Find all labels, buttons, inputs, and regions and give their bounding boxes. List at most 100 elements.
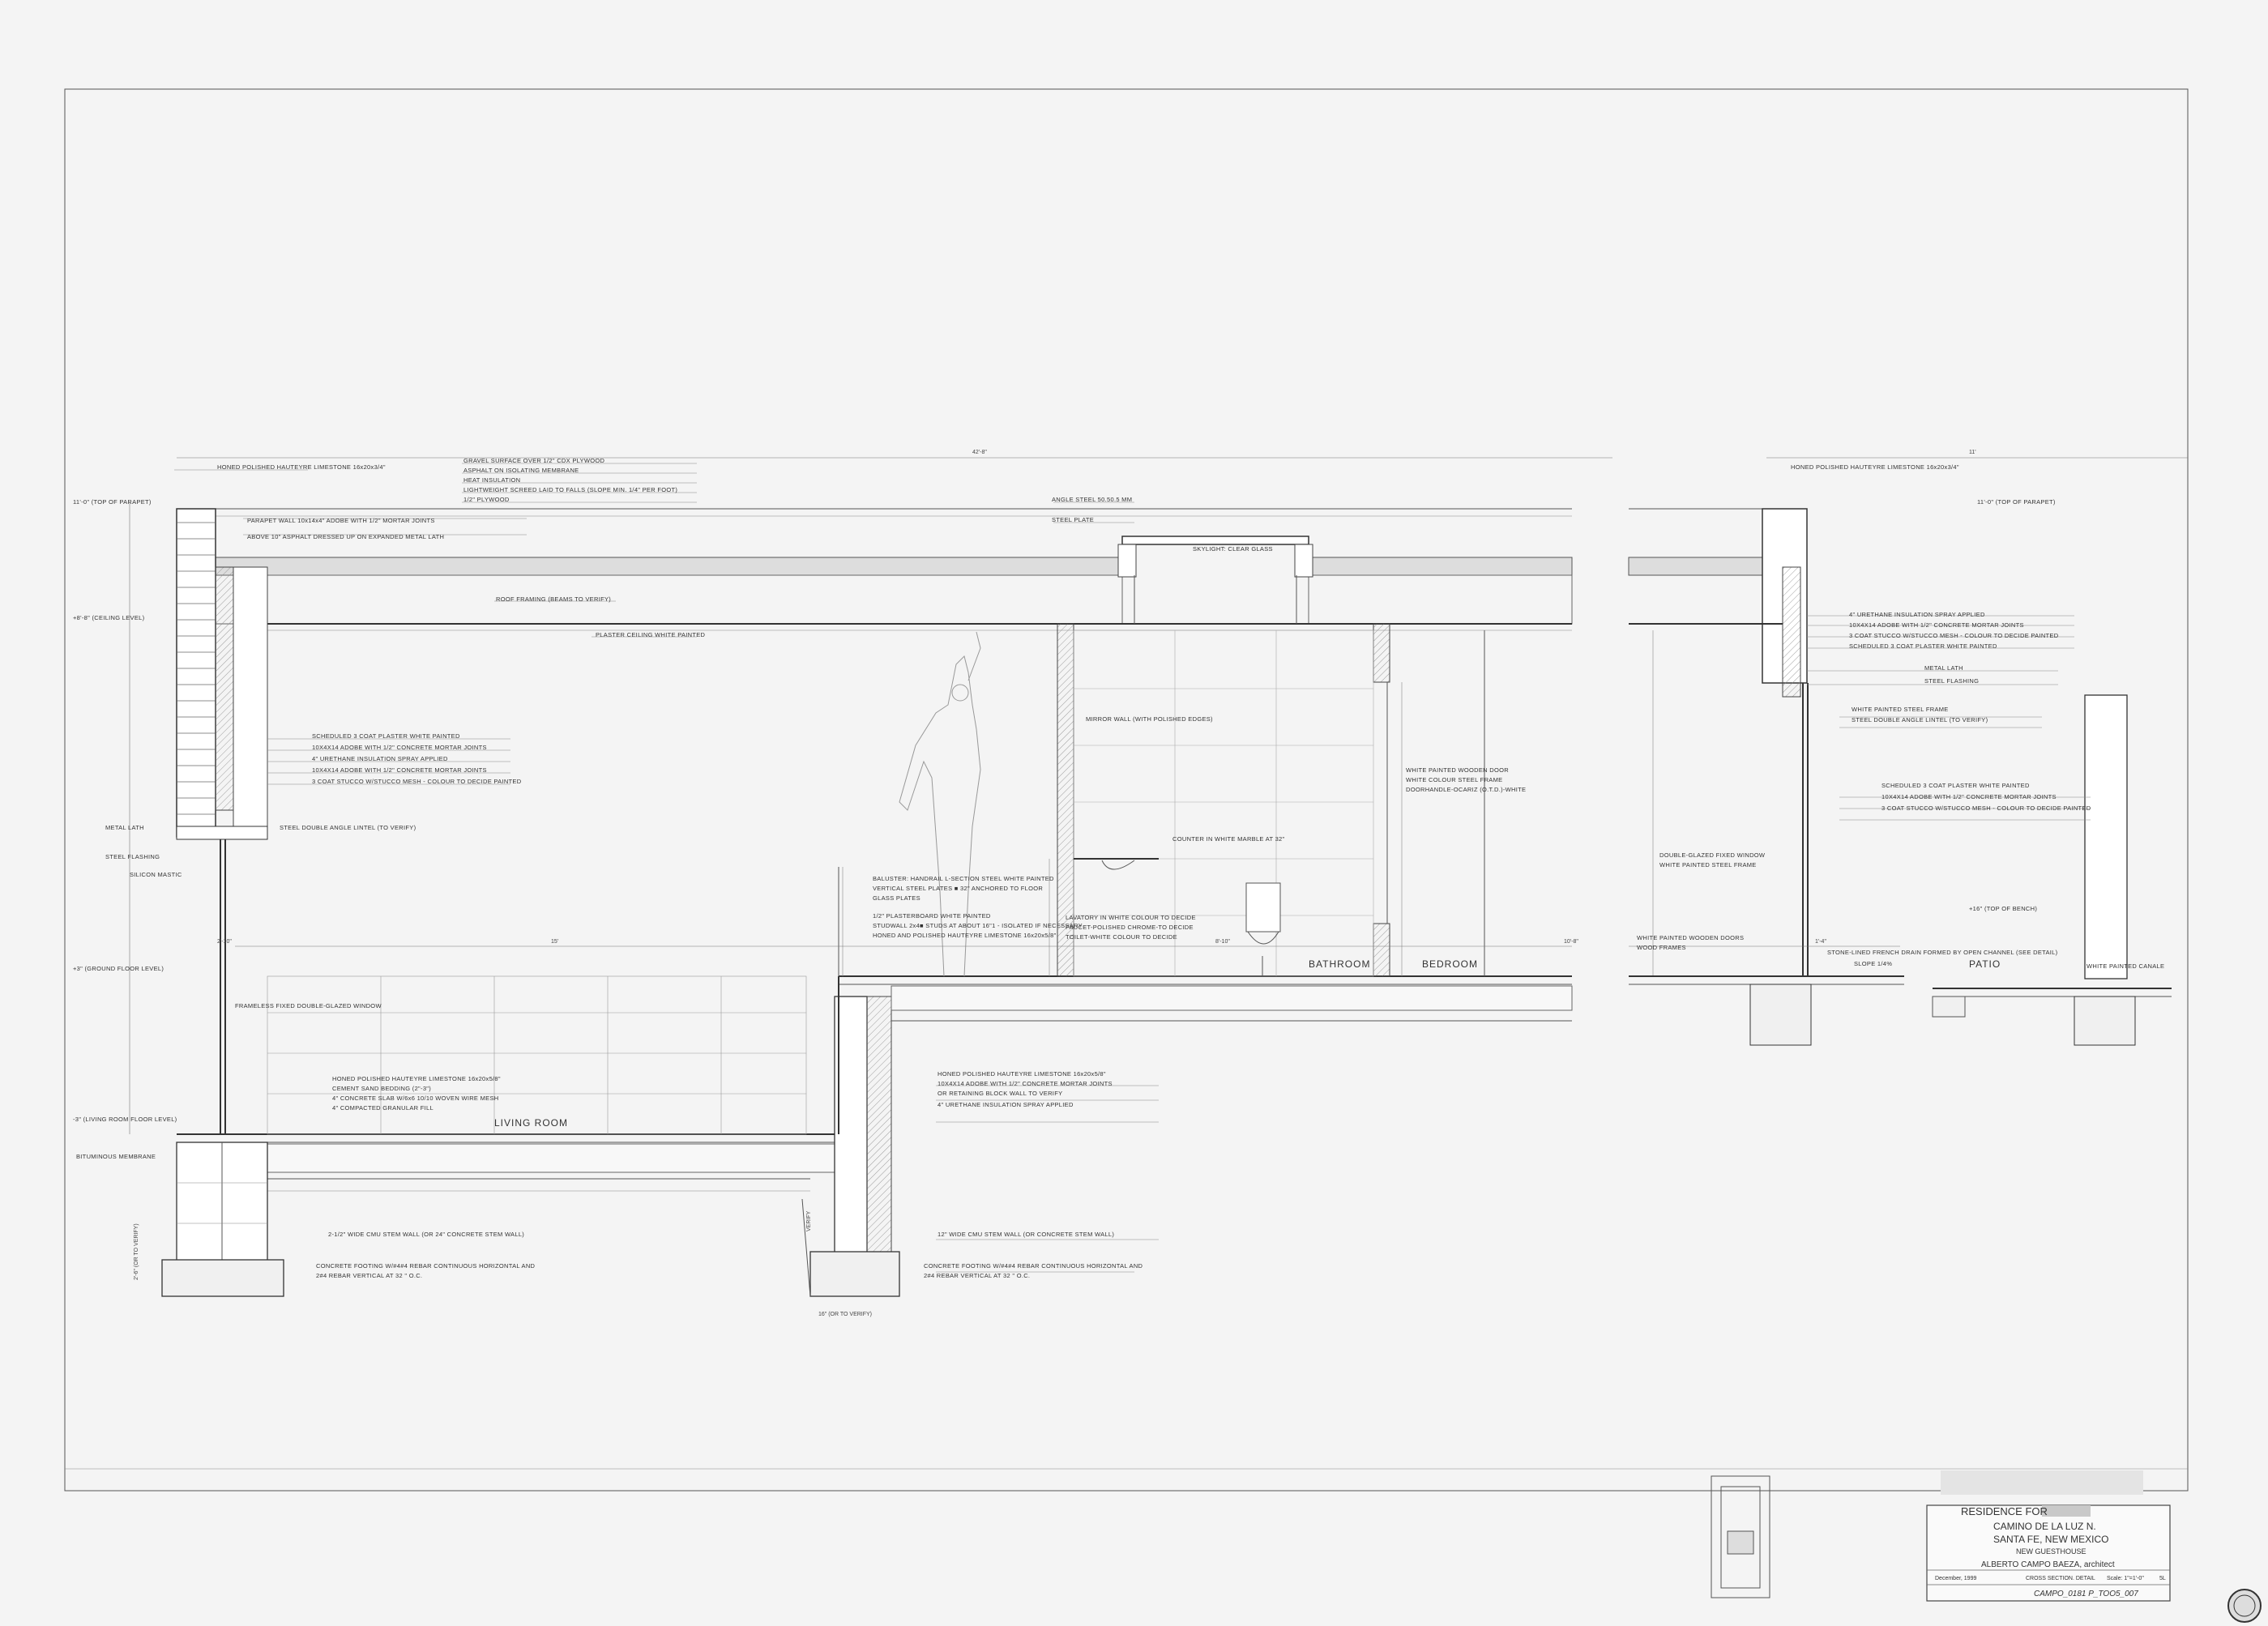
svg-text:FAUCET-POLISHED CHROME-TO DECI: FAUCET-POLISHED CHROME-TO DECIDE — [1066, 924, 1194, 931]
level-living-floor: -3" (LIVING ROOM FLOOR LEVEL) — [73, 1116, 177, 1123]
svg-text:PLASTER CEILING WHITE PAINTED: PLASTER CEILING WHITE PAINTED — [596, 631, 706, 638]
svg-text:STUDWALL 2x4■ STUDS AT ABOUT 1: STUDWALL 2x4■ STUDS AT ABOUT 16"1 - ISOL… — [873, 922, 1083, 929]
svg-text:4" URETHANE INSULATION SPRAY A: 4" URETHANE INSULATION SPRAY APPLIED — [312, 755, 448, 762]
svg-text:WHITE PAINTED WOODEN DOOR: WHITE PAINTED WOODEN DOOR — [1406, 766, 1509, 774]
svg-text:METAL LATH: METAL LATH — [105, 824, 144, 831]
dim-verify: VERIFY — [806, 1210, 812, 1231]
svg-text:2#4 REBAR VERTICAL AT 32 " O.C: 2#4 REBAR VERTICAL AT 32 " O.C. — [924, 1272, 1030, 1279]
dim-overall: 42'-8" — [972, 450, 987, 455]
level-parapet-right: 11'-0" (TOP OF PARAPET) — [1977, 498, 2056, 506]
level-ground-floor: +3" (GROUND FLOOR LEVEL) — [73, 965, 164, 972]
living-room-floor — [161, 996, 900, 1297]
svg-text:STEEL DOUBLE ANGLE LINTEL (TO: STEEL DOUBLE ANGLE LINTEL (TO VERIFY) — [280, 824, 416, 831]
title-block: RESIDENCE FOR CAMINO DE LA LUZ N. SANTA … — [1926, 1470, 2171, 1602]
svg-text:SCHEDULED 3 COAT PLASTER WHITE: SCHEDULED 3 COAT PLASTER WHITE PAINTED — [1849, 642, 1997, 650]
dim-15: 15' — [551, 939, 558, 945]
right-wall-section — [1628, 508, 2172, 1046]
svg-text:CEMENT SAND BEDDING (2"-3"): CEMENT SAND BEDDING (2"-3") — [332, 1085, 431, 1092]
svg-text:3 COAT STUCCO W/STUCCO MESH -: 3 COAT STUCCO W/STUCCO MESH - COLOUR TO … — [312, 778, 522, 785]
svg-text:STEEL DOUBLE ANGLE LINTEL (TO: STEEL DOUBLE ANGLE LINTEL (TO VERIFY) — [1852, 716, 1988, 723]
svg-text:WOOD FRAMES: WOOD FRAMES — [1637, 944, 1686, 951]
svg-text:WHITE PAINTED STEEL FRAME: WHITE PAINTED STEEL FRAME — [1852, 706, 1949, 713]
svg-text:1/2" PLASTERBOARD WHITE PAINTE: 1/2" PLASTERBOARD WHITE PAINTED — [873, 912, 991, 920]
archive-reference: CAMPO_0181 P_TOO5_007 — [2034, 1590, 2138, 1598]
room-bathroom: BATHROOM — [1309, 958, 1370, 970]
title-date: December, 1999 — [1935, 1576, 1976, 1581]
svg-text:MIRROR WALL (WITH POLISHED EDG: MIRROR WALL (WITH POLISHED EDGES) — [1086, 715, 1213, 723]
svg-text:HONED POLISHED HAUTEYRE LIMEST: HONED POLISHED HAUTEYRE LIMESTONE 16x20x… — [1791, 463, 1959, 471]
svg-text:PARAPET WALL 10x14x4" ADOBE WI: PARAPET WALL 10x14x4" ADOBE WITH 1/2" MO… — [247, 517, 435, 524]
svg-text:DOORHANDLE-OCARIZ (O.T.D.)-WHI: DOORHANDLE-OCARIZ (O.T.D.)-WHITE — [1406, 786, 1526, 793]
sheet-border — [64, 88, 2189, 1492]
title-scale: Scale: 1"=1'-0" — [2107, 1576, 2144, 1581]
svg-text:+16" (TOP OF BENCH): +16" (TOP OF BENCH) — [1969, 905, 2037, 912]
svg-text:WHITE PAINTED WOODEN DOORS: WHITE PAINTED WOODEN DOORS — [1637, 934, 1744, 941]
title-residence: RESIDENCE FOR — [1961, 1505, 2048, 1517]
skylight — [1121, 536, 1309, 545]
svg-text:GRAVEL SURFACE OVER 1/2" CDX P: GRAVEL SURFACE OVER 1/2" CDX PLYWOOD — [463, 457, 604, 464]
svg-text:4" CONCRETE SLAB W/6x6 10/10 W: 4" CONCRETE SLAB W/6x6 10/10 WOVEN WIRE … — [332, 1095, 499, 1102]
bathroom-walls — [838, 623, 1485, 977]
svg-text:ASPHALT ON ISOLATING MEMBRANE: ASPHALT ON ISOLATING MEMBRANE — [463, 467, 579, 474]
svg-text:3 COAT STUCCO W/STUCCO MESH -: 3 COAT STUCCO W/STUCCO MESH - COLOUR TO … — [1849, 632, 2059, 639]
svg-text:HONED POLISHED HAUTEYRE LIMEST: HONED POLISHED HAUTEYRE LIMESTONE 16x20x… — [938, 1070, 1106, 1078]
svg-text:VERTICAL STEEL PLATES ■ 32" AN: VERTICAL STEEL PLATES ■ 32" ANCHORED TO … — [873, 885, 1043, 892]
dim-8-10: 8'-10" — [1215, 939, 1230, 945]
dim-16: 16" (OR TO VERIFY) — [818, 1312, 872, 1317]
redacted-client-name — [2042, 1505, 2091, 1517]
title-building: NEW GUESTHOUSE — [2016, 1547, 2086, 1556]
svg-text:10X4X14 ADOBE WITH 1/2" CONCRE: 10X4X14 ADOBE WITH 1/2" CONCRETE MORTAR … — [312, 766, 487, 774]
room-patio: PATIO — [1969, 958, 2001, 970]
svg-text:GLASS PLATES: GLASS PLATES — [873, 894, 920, 902]
svg-text:HEAT INSULATION: HEAT INSULATION — [463, 476, 520, 484]
svg-text:COUNTER IN WHITE MARBLE AT 32": COUNTER IN WHITE MARBLE AT 32" — [1172, 835, 1285, 843]
svg-text:WHITE PAINTED CANALE: WHITE PAINTED CANALE — [2086, 962, 2164, 970]
svg-text:OR RETAINING BLOCK WALL TO VER: OR RETAINING BLOCK WALL TO VERIFY — [938, 1090, 1062, 1097]
svg-text:SCHEDULED 3 COAT PLASTER WHITE: SCHEDULED 3 COAT PLASTER WHITE PAINTED — [312, 732, 460, 740]
svg-text:TOILET-WHITE COLOUR TO DECIDE: TOILET-WHITE COLOUR TO DECIDE — [1066, 933, 1177, 941]
svg-text:ROOF FRAMING (BEAMS TO VERIFY): ROOF FRAMING (BEAMS TO VERIFY) — [496, 595, 611, 603]
svg-text:CONCRETE FOOTING W/#4#4 REBAR: CONCRETE FOOTING W/#4#4 REBAR CONTINUOUS… — [924, 1262, 1143, 1270]
svg-text:1/2" PLYWOOD: 1/2" PLYWOOD — [463, 496, 510, 503]
svg-text:SCHEDULED 3 COAT PLASTER WHITE: SCHEDULED 3 COAT PLASTER WHITE PAINTED — [1881, 782, 2030, 789]
title-sheet-title: CROSS SECTION. DETAIL — [2026, 1576, 2095, 1581]
level-ceiling: +8'-8" (CEILING LEVEL) — [73, 614, 145, 621]
svg-text:3 COAT STUCCO W/STUCCO MESH -: 3 COAT STUCCO W/STUCCO MESH - COLOUR TO … — [1881, 804, 2091, 812]
svg-text:ABOVE 10" ASPHALT DRESSED UP O: ABOVE 10" ASPHALT DRESSED UP ON EXPANDED… — [247, 533, 444, 540]
living-room-wall-grid — [267, 975, 807, 1135]
svg-text:STONE-LINED FRENCH DRAIN FORME: STONE-LINED FRENCH DRAIN FORMED BY OPEN … — [1827, 949, 2058, 956]
svg-text:STEEL FLASHING: STEEL FLASHING — [105, 853, 160, 860]
svg-text:10X4X14 ADOBE WITH 1/2" CONCRE: 10X4X14 ADOBE WITH 1/2" CONCRETE MORTAR … — [938, 1080, 1113, 1087]
dimension-lines — [129, 457, 2188, 1134]
svg-text:10X4X14 ADOBE WITH 1/2" CONCRE: 10X4X14 ADOBE WITH 1/2" CONCRETE MORTAR … — [1849, 621, 2024, 629]
svg-text:2-1/2" WIDE CMU STEM WALL (OR: 2-1/2" WIDE CMU STEM WALL (OR 24" CONCRE… — [328, 1231, 524, 1238]
dim-2-10: 2'-10" — [217, 939, 232, 945]
svg-text:DOUBLE-GLAZED FIXED WINDOW: DOUBLE-GLAZED FIXED WINDOW — [1659, 851, 1766, 859]
svg-text:HONED POLISHED HAUTEYRE LIMEST: HONED POLISHED HAUTEYRE LIMESTONE 16x20x… — [332, 1075, 501, 1082]
svg-text:SKYLIGHT: CLEAR GLASS: SKYLIGHT: CLEAR GLASS — [1193, 545, 1273, 553]
leader-lines — [174, 463, 2091, 1273]
dim-10-8: 10'-8" — [1564, 939, 1578, 945]
title-sheet-no: 5L — [2159, 1576, 2166, 1581]
svg-text:4" COMPACTED GRANULAR FILL: 4" COMPACTED GRANULAR FILL — [332, 1104, 434, 1112]
left-exterior-wall — [176, 508, 2127, 1248]
svg-text:WHITE PAINTED STEEL FRAME: WHITE PAINTED STEEL FRAME — [1659, 861, 1757, 868]
svg-text:STEEL PLATE: STEEL PLATE — [1052, 516, 1094, 523]
svg-text:CONCRETE FOOTING W/#4#4 REBAR: CONCRETE FOOTING W/#4#4 REBAR CONTINUOUS… — [316, 1262, 536, 1270]
svg-text:ANGLE STEEL 50.50.5 MM: ANGLE STEEL 50.50.5 MM — [1052, 496, 1132, 503]
svg-text:10X4X14 ADOBE WITH 1/2" CONCRE: 10X4X14 ADOBE WITH 1/2" CONCRETE MORTAR … — [1881, 793, 2057, 800]
room-bedroom: BEDROOM — [1422, 958, 1478, 970]
dim-1-4: 1'-4" — [1815, 939, 1826, 945]
title-city: SANTA FE, NEW MEXICO — [1993, 1534, 2108, 1545]
roof-assembly — [182, 508, 1573, 631]
dim-right-overall: 11' — [1969, 450, 1976, 455]
svg-text:METAL LATH: METAL LATH — [1924, 664, 1963, 672]
svg-text:SLOPE 1/4%: SLOPE 1/4% — [1854, 960, 1892, 967]
svg-text:HONED AND POLISHED HAUTEYRE LI: HONED AND POLISHED HAUTEYRE LIMESTONE 16… — [873, 932, 1057, 939]
key-plan — [1711, 1475, 1770, 1598]
svg-text:SILICON MASTIC: SILICON MASTIC — [130, 871, 182, 878]
svg-text:HONED POLISHED HAUTEYRE LIMEST: HONED POLISHED HAUTEYRE LIMESTONE 16x20x… — [217, 463, 386, 471]
dim-24: 2'-6" (OR TO VERIFY) — [134, 1223, 139, 1280]
title-architect: ALBERTO CAMPO BAEZA, architect — [1981, 1560, 2115, 1569]
